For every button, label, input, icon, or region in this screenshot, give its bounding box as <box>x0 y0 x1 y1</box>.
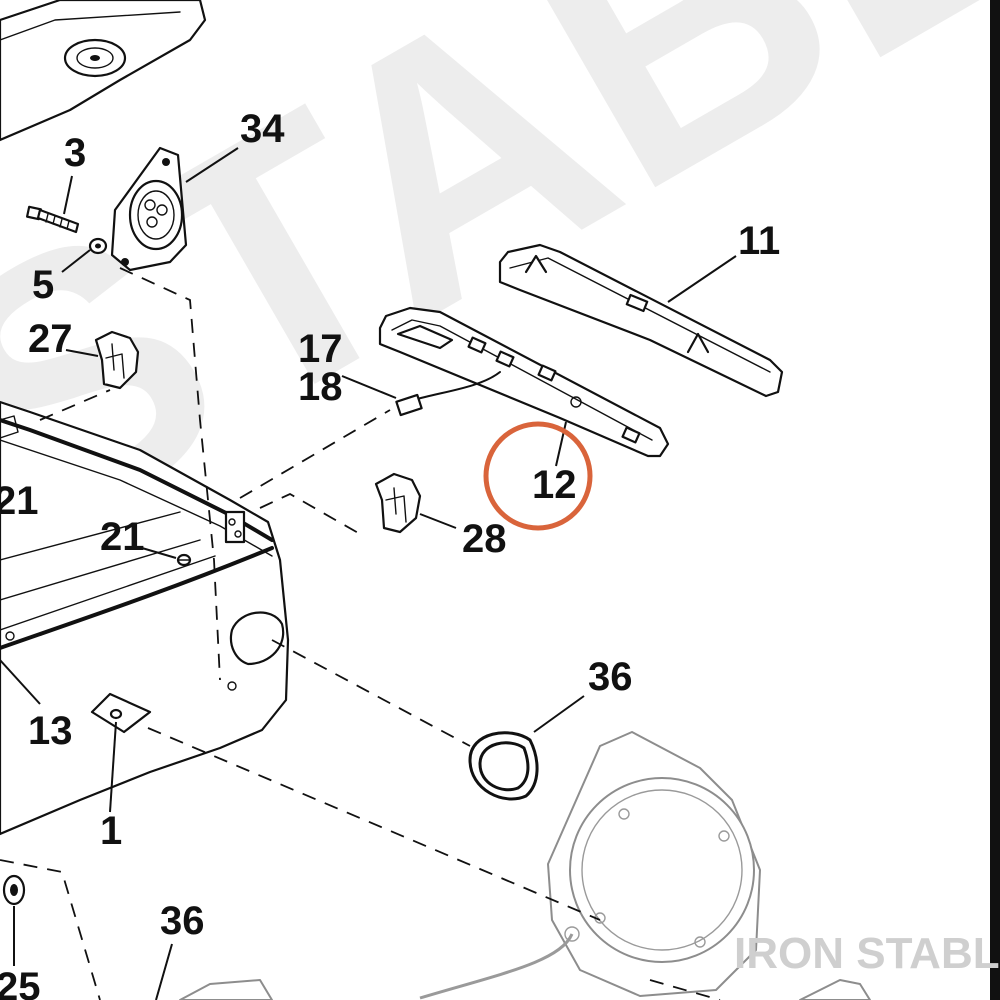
part-17-18-wire-harness <box>395 371 501 417</box>
callout-27: 27 <box>28 317 73 361</box>
part-21-screw <box>176 553 192 567</box>
callout-12: 12 <box>532 463 577 507</box>
callout-1: 1 <box>100 809 122 853</box>
part-25-grommet <box>2 874 26 906</box>
part-11-trim-strip <box>498 243 784 398</box>
callout-13: 13 <box>28 709 73 753</box>
part-28-clip <box>374 472 422 534</box>
part-13-fairing-body <box>0 400 290 836</box>
callout-28: 28 <box>462 517 507 561</box>
callout-36-upper: 36 <box>588 655 633 699</box>
callout-18: 18 <box>298 365 343 409</box>
leader-lines <box>0 147 737 1000</box>
speaker-housing <box>419 731 871 1000</box>
callout-21-left: 21 <box>0 479 39 523</box>
part-34-connector-housing <box>110 146 188 272</box>
top-cover-plate <box>0 0 207 142</box>
part-3-bolt <box>25 205 80 234</box>
callout-21: 21 <box>100 515 145 559</box>
assembly-dash-lines <box>0 267 721 1000</box>
part-12-light-bar <box>378 306 670 458</box>
callout-5: 5 <box>32 263 54 307</box>
callout-11: 11 <box>738 219 780 263</box>
callout-labels: 3 34 5 27 17 18 11 12 21 21 28 13 36 1 3… <box>0 107 780 1000</box>
callout-25: 25 <box>0 965 41 1000</box>
part-36-bezel-ring <box>468 731 539 801</box>
part-36-lower-partial <box>179 979 273 1000</box>
part-5-washer <box>88 237 108 255</box>
callout-36-lower: 36 <box>160 899 205 943</box>
part-1-bracket <box>90 692 152 734</box>
callout-3: 3 <box>64 131 86 175</box>
brand-watermark: IRON STABLE <box>734 929 1000 978</box>
highlight-ring-part-12 <box>483 421 593 531</box>
callout-17: 17 <box>298 327 343 371</box>
callout-34: 34 <box>240 107 285 151</box>
part-27-clip <box>94 330 140 390</box>
page-right-edge <box>990 0 1000 1000</box>
